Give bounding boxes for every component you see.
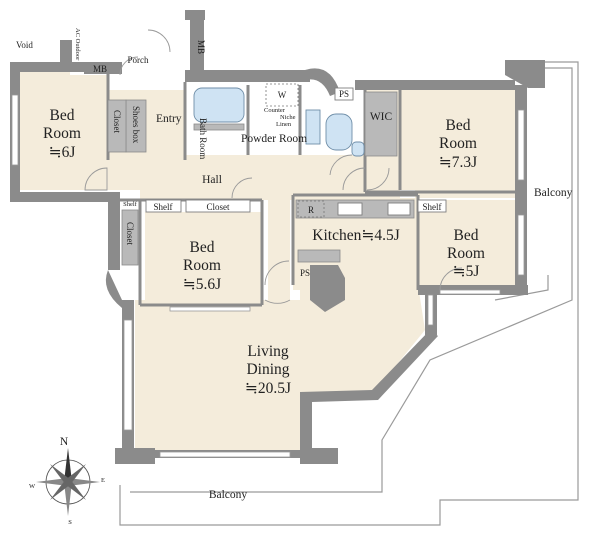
balcony-east-label: Balcony [534,187,573,199]
compass-n: N [60,436,69,448]
r-label: R [308,205,314,215]
bed-room-73-floor [365,90,518,198]
bed-room-56-floor [145,212,262,305]
bed2-label-2: Room [439,135,477,152]
porch-label: Porch [128,55,149,65]
living-label-2: Dining [246,361,289,378]
bed3-label-2: Room [183,257,221,274]
room-labels: Bed Room ≒6J Bed Room ≒7.3J Bed Room ≒5.… [43,107,485,397]
bed1-label-2: Room [43,125,81,142]
shelf-bed4-box [417,199,447,213]
bed-room-6-floor [18,70,108,190]
bed-room-5-floor [418,200,518,290]
closet-hall-label: Closet [206,202,230,212]
bed2-size: ≒7.3J [439,154,477,171]
closet-bed1 [107,99,127,153]
bath-room-label: Bath Room [198,118,208,159]
shelf-label-2: Shelf [154,202,173,212]
compass-rose: N S E W [29,436,105,526]
column [310,265,345,312]
bed3-size: ≒5.6J [183,276,221,293]
fridge-space [297,200,325,218]
closet-bed1-label: Closet [112,110,122,134]
kitchen-island [297,249,341,263]
shelf-hall-box [145,199,182,213]
stove [387,202,411,216]
w-label: W [278,90,287,100]
sink [305,109,321,145]
bathtub [193,87,245,123]
fixtures [107,83,447,312]
ac-outdoor-label: AC Outdoor [74,28,81,61]
void-label: Void [16,40,33,50]
wic-fixture [364,91,398,157]
ps-label-2: PS [300,268,310,278]
balcony-outline [119,61,579,526]
bed4-label: Bed [454,227,479,244]
shelf-label-3: Shelf [423,202,442,212]
balcony-south-label: Balcony [209,489,248,501]
powder-sink [351,141,365,157]
wic-label: WIC [370,111,393,123]
washer-space [265,83,299,107]
mb-label-2: MB [196,40,206,54]
bed2-label: Bed [446,117,471,134]
bed4-label-2: Room [447,245,485,262]
bath-wall-unit [193,123,245,131]
hall-label: Hall [202,174,222,186]
bed4-size: ≒5J [453,263,480,280]
niche-label: Niche [280,114,296,121]
shoes-box-label: Shoes box [131,106,141,144]
living-label: Living [247,343,289,360]
counter-label: Counter [264,107,286,114]
kitchen-sink [337,202,363,216]
bed3-label: Bed [190,239,215,256]
entry-label: Entry [156,113,182,125]
powder-room-label: Powder Room [241,133,307,145]
kitchen-label: Kitchen≒4.5J [312,227,399,244]
doors [84,29,463,304]
compass-s: S [68,519,72,526]
closet-hall-box [185,199,251,213]
closet-side-label: Closet [125,222,135,246]
bed1-label: Bed [50,107,75,124]
ps-label-1: PS [339,89,349,99]
windows [11,94,525,458]
bed1-size: ≒6J [49,144,76,161]
mb-label-1: MB [93,64,107,74]
ps-box-1 [334,87,354,101]
closet-side [121,209,139,266]
living-dining-floor [135,285,425,450]
compass-e: E [101,477,105,484]
linen-label: Linen [276,121,292,128]
compass-w: W [29,483,36,490]
living-size: ≒20.5J [245,380,291,397]
shelf-label-1: Shelf [123,201,138,208]
hall-floor [108,155,400,300]
toilet [325,113,353,151]
minor-labels: Void AC Outdoor MB MB Porch Entry Shoes … [16,28,573,501]
